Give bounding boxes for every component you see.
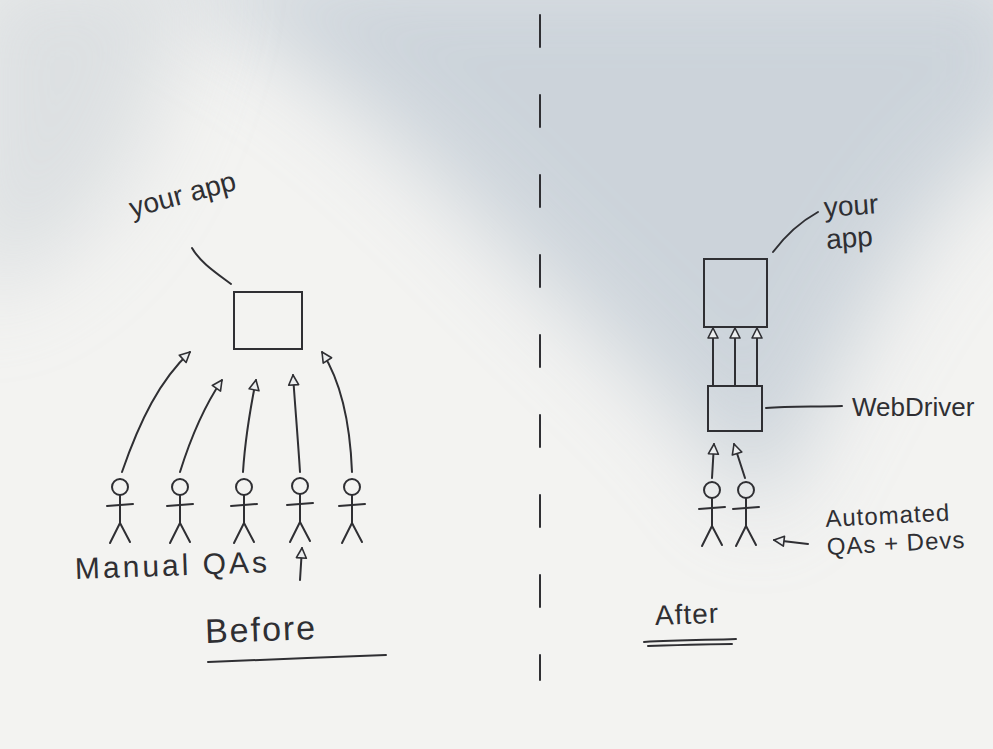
underline (648, 644, 732, 646)
test-arrow (322, 352, 352, 472)
underline (644, 639, 736, 642)
leader-line (773, 212, 818, 252)
panel-title: After (654, 597, 745, 632)
app-box: your app (703, 258, 768, 328)
box-label: your app (823, 186, 907, 256)
pointer-arrow (774, 540, 808, 544)
group-label: Manual QAs (74, 545, 285, 587)
stick-figure (231, 479, 257, 543)
connector-arrow (756, 328, 758, 385)
stick-figure (107, 479, 133, 543)
test-arrow (243, 380, 256, 472)
test-arrow (734, 444, 745, 478)
leader-line (766, 406, 842, 408)
group-label: Automated QAs + Devs (825, 497, 978, 560)
webdriver-box: WebDriver (707, 385, 763, 432)
stick-figure (287, 478, 313, 542)
leader-line (192, 248, 231, 284)
stick-figure (699, 482, 725, 546)
test-arrow (180, 380, 222, 472)
divider-line (539, 15, 541, 680)
test-arrow (712, 444, 714, 478)
app-box: your app (233, 291, 303, 350)
underline (208, 655, 386, 662)
connector-arrow (712, 328, 714, 385)
shadow (0, 0, 200, 300)
test-arrow (122, 352, 190, 472)
box-label: WebDriver (852, 393, 987, 423)
stick-figure (733, 482, 759, 546)
stick-figure (339, 479, 365, 543)
shadow (120, 0, 993, 520)
connector-arrow (734, 328, 736, 385)
stick-figure (167, 479, 193, 543)
pointer-arrow (300, 548, 302, 580)
panel-title: Before (204, 606, 385, 651)
test-arrow (293, 375, 300, 472)
